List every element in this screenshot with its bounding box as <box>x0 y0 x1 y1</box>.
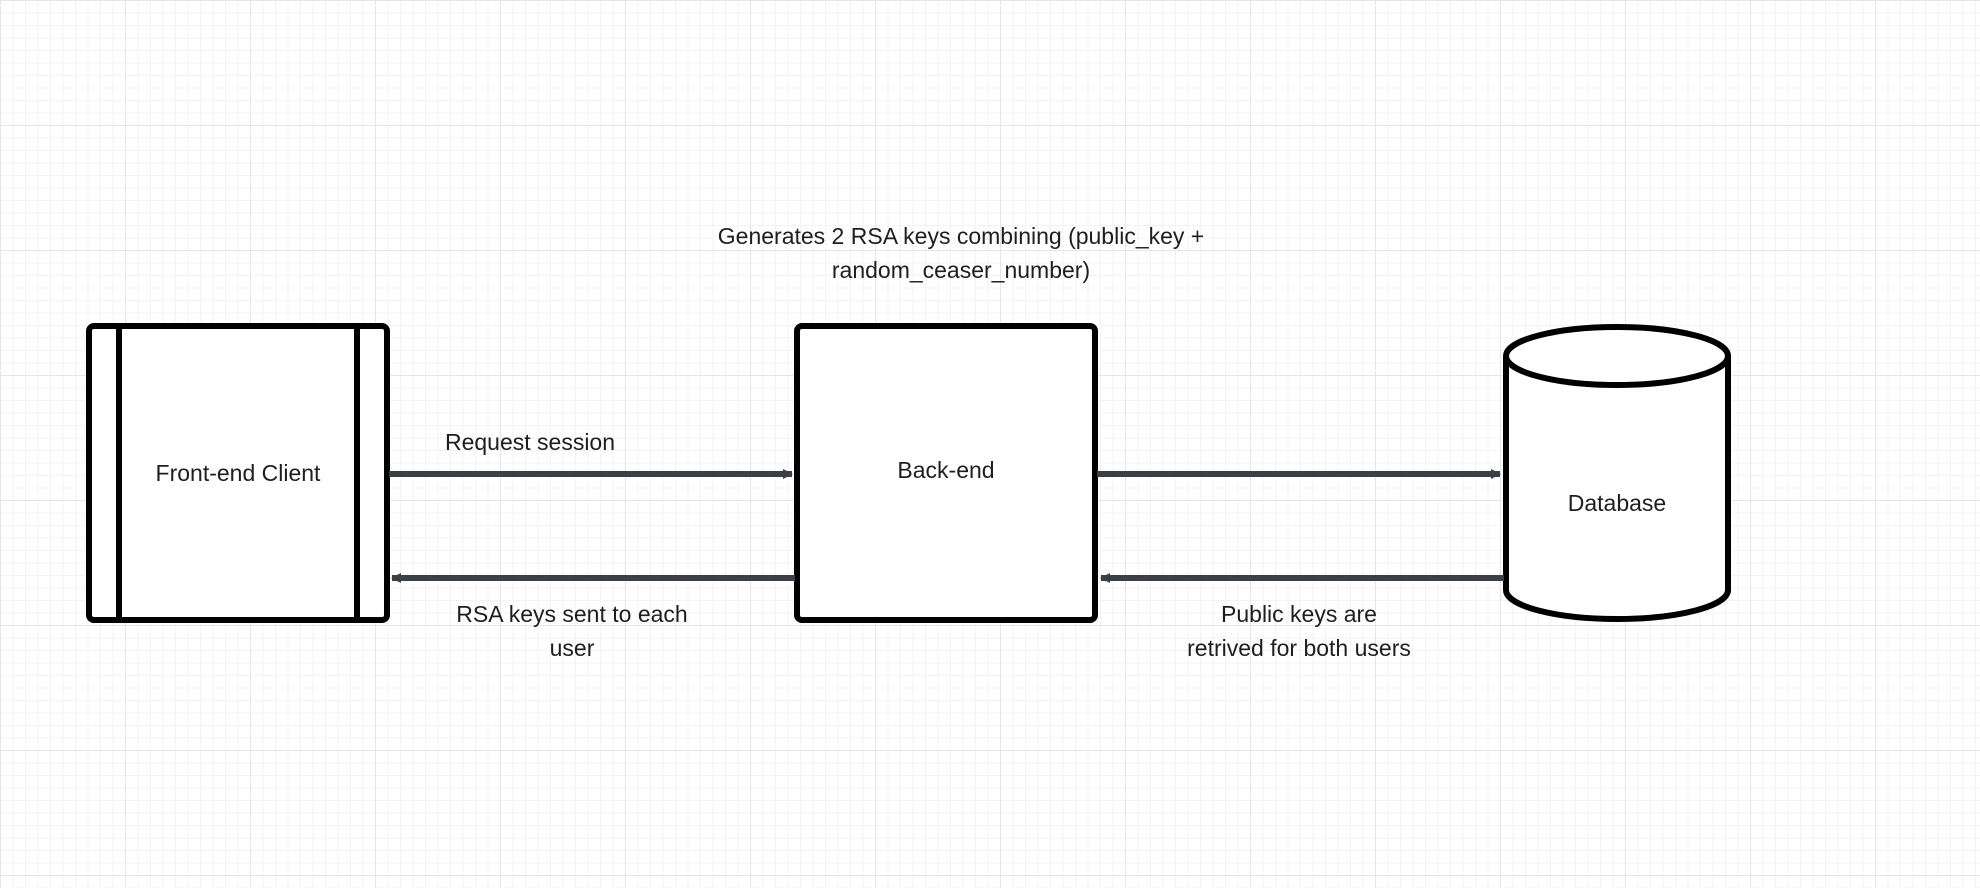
generate-keys-annotation: Generates 2 RSA keys combining (public_k… <box>718 219 1204 287</box>
generate-keys-line-2: random_ceaser_number) <box>831 257 1091 283</box>
front-end-client-node[interactable] <box>86 323 390 623</box>
back-end-label: Back-end <box>897 457 995 483</box>
front-end-client-label: Front-end Client <box>155 460 321 486</box>
public-keys-retrieved-line-2: retrived for both users <box>1187 635 1411 661</box>
database-label: Database <box>1567 490 1667 516</box>
rsa-keys-sent-line-2: user <box>549 635 595 661</box>
database-node[interactable] <box>1503 324 1731 622</box>
generate-keys-line-1: Generates 2 RSA keys combining (public_k… <box>717 223 1205 249</box>
public-keys-retrieved-line-1: Public keys are <box>1221 601 1377 627</box>
public-keys-retrieved-label: Public keys are retrived for both users <box>1187 597 1411 665</box>
rsa-keys-sent-label: RSA keys sent to each user <box>456 597 687 665</box>
rsa-keys-sent-line-1: RSA keys sent to each <box>456 601 688 627</box>
back-end-node[interactable] <box>794 323 1098 623</box>
request-session-label: Request session <box>444 429 616 455</box>
